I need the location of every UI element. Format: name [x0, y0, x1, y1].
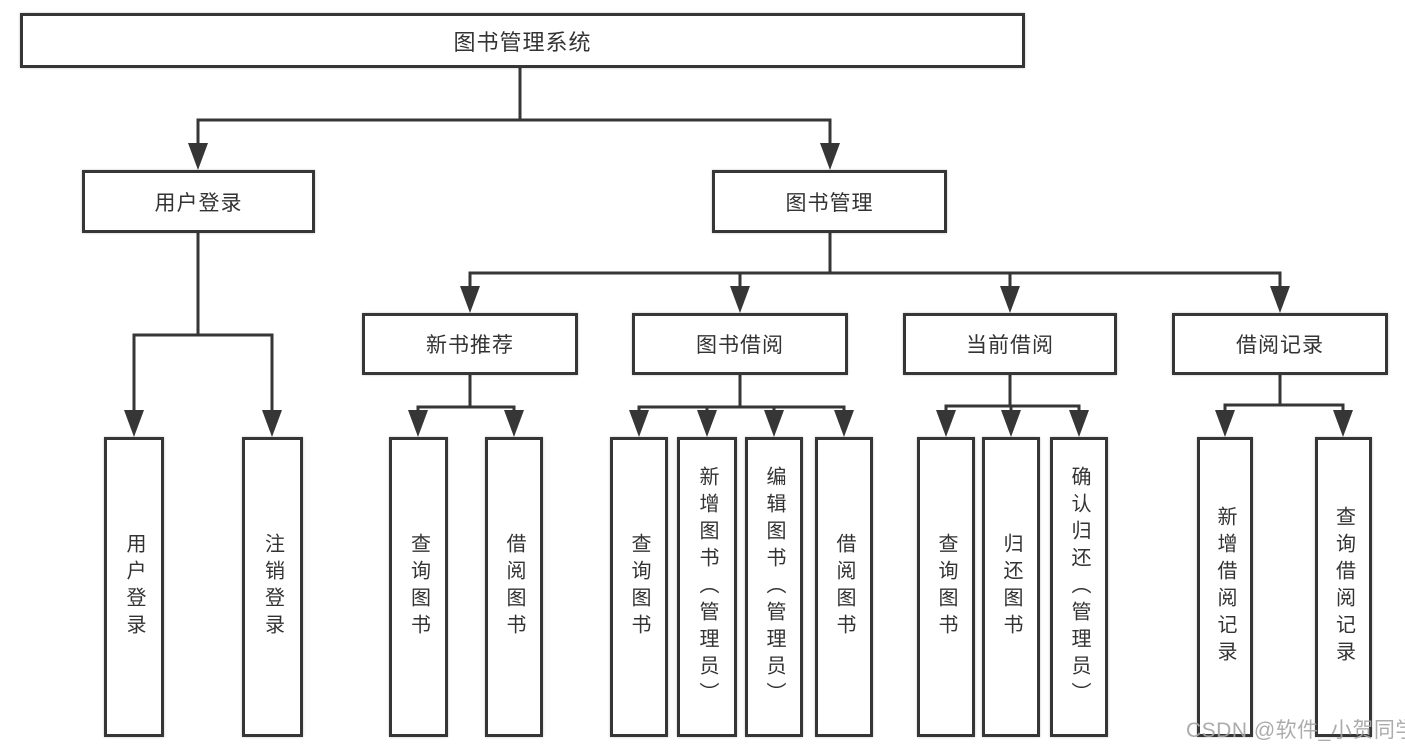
- leaf-label: 编辑图书（管理员）: [763, 465, 785, 709]
- leaf-query-borrow-record: 查询借阅记录: [1315, 437, 1372, 737]
- node-library-management-system: 图书管理系统: [20, 13, 1025, 68]
- csdn-watermark: CSDN @软件_小贺同学: [1186, 719, 1405, 742]
- leaf-return-books: 归还图书: [982, 437, 1040, 737]
- leaf-query-books-current: 查询图书: [917, 437, 975, 737]
- leaf-label: 查询图书: [407, 533, 430, 641]
- node-label: 当前借阅: [966, 334, 1054, 357]
- leaf-confirm-return-admin: 确认归还（管理员）: [1050, 437, 1108, 737]
- leaf-add-borrow-record: 新增借阅记录: [1197, 437, 1253, 737]
- node-new-book-recommendation: 新书推荐: [362, 313, 578, 375]
- node-label: 用户登录: [154, 191, 243, 215]
- leaf-label: 新增借阅记录: [1214, 506, 1236, 668]
- leaf-borrow-books-recommend: 借阅图书: [485, 437, 543, 737]
- leaf-label: 查询图书: [935, 533, 957, 641]
- leaf-label: 查询借阅记录: [1332, 506, 1355, 668]
- node-current-borrowing: 当前借阅: [903, 313, 1117, 375]
- node-book-borrowing: 图书借阅: [632, 313, 848, 375]
- leaf-query-books-borrowing: 查询图书: [610, 437, 668, 737]
- leaf-user-login: 用户登录: [104, 437, 164, 737]
- leaf-label: 归还图书: [1000, 533, 1022, 641]
- node-label: 新书推荐: [426, 334, 514, 357]
- leaf-label: 新增图书（管理员）: [696, 465, 718, 709]
- leaf-label: 用户登录: [123, 533, 145, 641]
- leaf-label: 查询图书: [628, 533, 650, 641]
- leaf-query-books-recommend: 查询图书: [389, 437, 448, 737]
- leaf-label: 确认归还（管理员）: [1068, 465, 1090, 709]
- node-label: 图书管理: [785, 191, 874, 215]
- node-borrowing-records: 借阅记录: [1172, 313, 1388, 375]
- leaf-edit-books-admin: 编辑图书（管理员）: [745, 437, 803, 737]
- node-label: 图书借阅: [696, 334, 784, 357]
- node-label: 借阅记录: [1236, 334, 1324, 357]
- leaf-logout: 注销登录: [242, 437, 303, 737]
- leaf-borrow-books: 借阅图书: [815, 437, 873, 737]
- leaf-label: 借阅图书: [833, 533, 855, 641]
- leaf-label: 注销登录: [261, 533, 284, 641]
- node-user-login: 用户登录: [82, 170, 315, 233]
- leaf-label: 借阅图书: [503, 533, 525, 641]
- node-book-management: 图书管理: [712, 170, 947, 233]
- leaf-add-books-admin: 新增图书（管理员）: [677, 437, 737, 737]
- node-label: 图书管理系统: [453, 29, 592, 55]
